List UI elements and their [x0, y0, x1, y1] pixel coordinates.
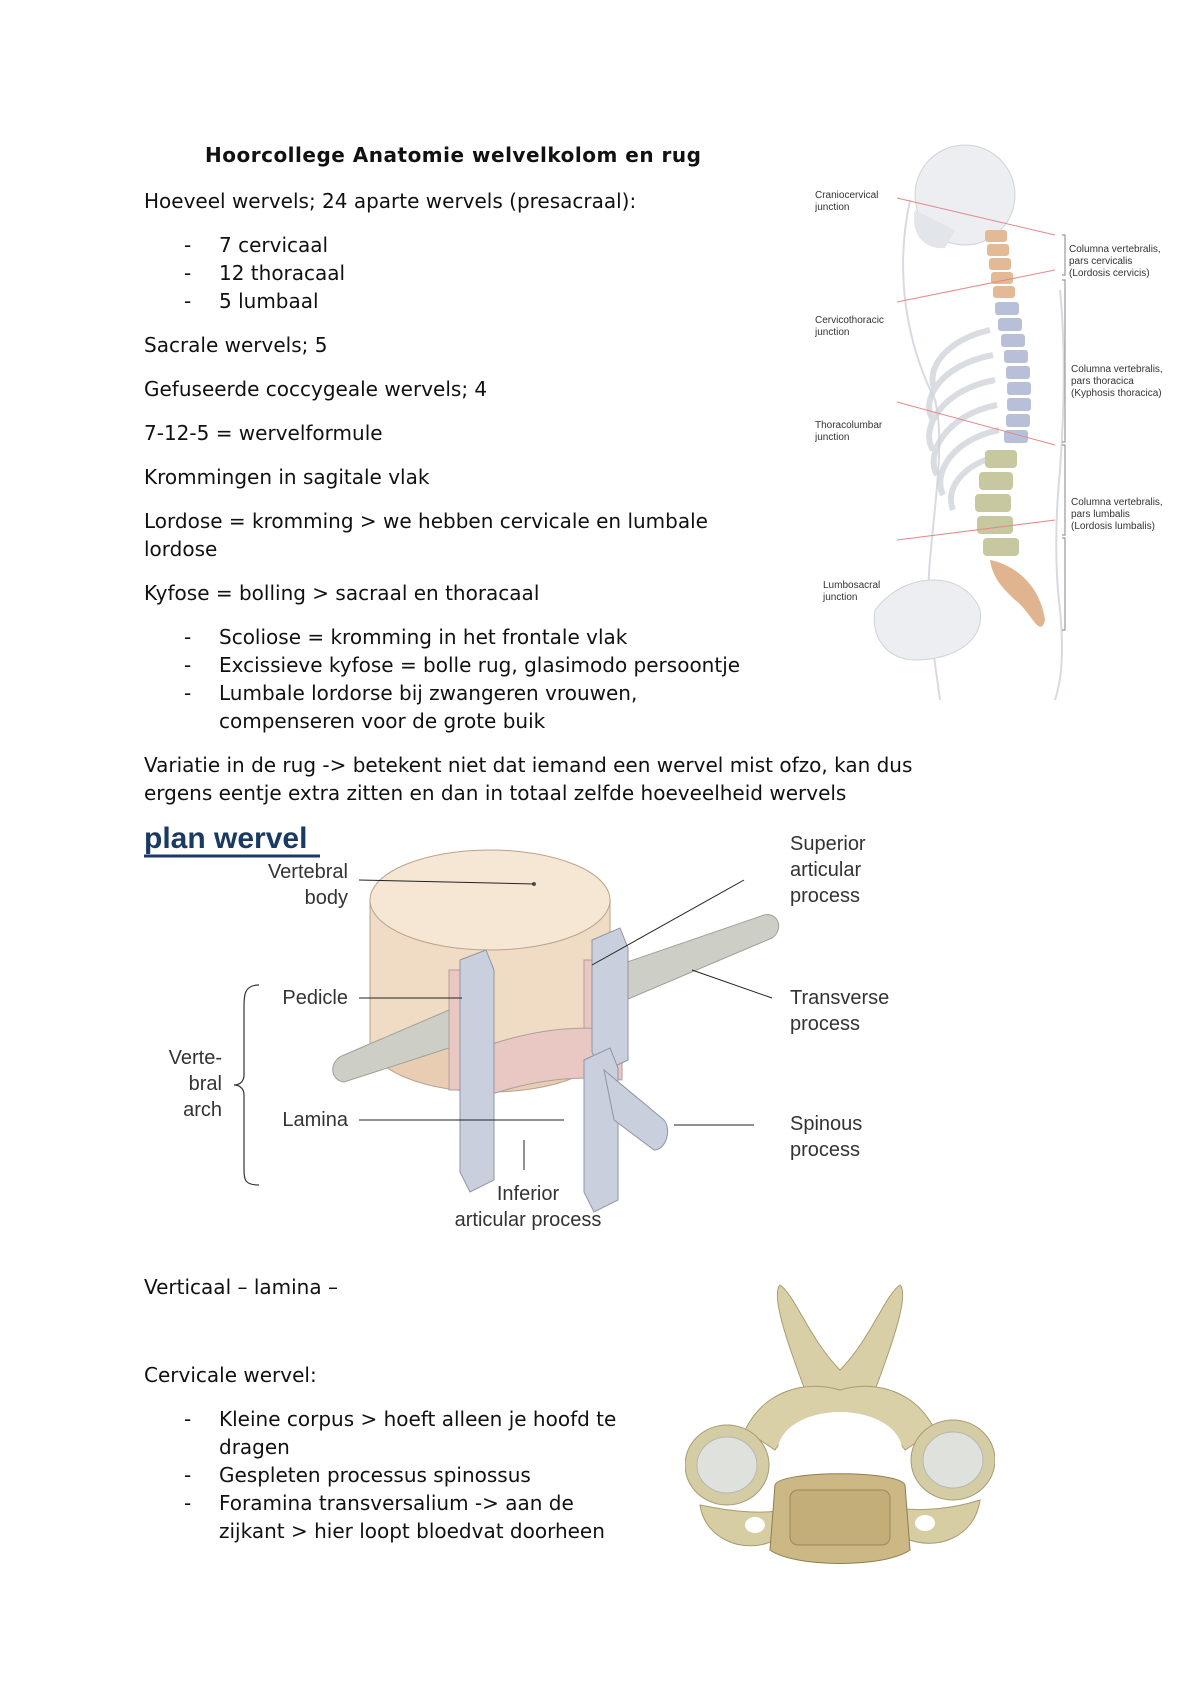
- figure-heading: plan wervel: [144, 822, 307, 855]
- svg-text:pars thoracica: pars thoracica: [1071, 376, 1134, 387]
- svg-text:junction: junction: [815, 432, 849, 443]
- svg-text:pars cervicalis: pars cervicalis: [1069, 256, 1132, 267]
- label-craniocervical: Craniocervical: [815, 190, 878, 201]
- label-cervicothoracic: Cervicothoracic: [815, 315, 884, 326]
- variatie-text-line1: Variatie in de rug -> betekent niet dat …: [144, 753, 913, 777]
- intro-text: Hoeveel wervels; 24 aparte wervels (pres…: [144, 189, 637, 213]
- label-transverse-process: Transverse: [790, 987, 889, 1009]
- formula-text: 7-12-5 = wervelformule: [144, 421, 383, 445]
- lordose-text-line2: lordose: [144, 537, 218, 561]
- label-lumbosacral: Lumbosacral: [823, 580, 880, 591]
- svg-text:process: process: [790, 1013, 860, 1035]
- label-spinous-process: Spinous: [790, 1113, 862, 1135]
- curves-text: Krommingen in sagitale vlak: [144, 465, 430, 489]
- variatie-text-line2: ergens eentje extra zitten en dan in tot…: [144, 781, 847, 805]
- coccyx-text: Gefuseerde coccygeale wervels; 4: [144, 377, 488, 401]
- label-pars-lumbalis: Columna vertebralis,: [1071, 497, 1163, 508]
- svg-text:(Lordosis cervicis): (Lordosis cervicis): [1069, 268, 1150, 279]
- label-vertebral-arch: Verte-: [169, 1047, 222, 1069]
- label-pars-cervicalis: Columna vertebralis,: [1069, 244, 1161, 255]
- lordose-text-line1: Lordose = kromming > we hebben cervicale…: [144, 509, 708, 533]
- cervical-vertebra-photo: [685, 1284, 995, 1564]
- label-lamina: Lamina: [282, 1109, 348, 1131]
- svg-text:body: body: [305, 887, 348, 909]
- label-superior-articular-process: Superior: [790, 833, 866, 855]
- cervical-heading: Cervicale wervel:: [144, 1363, 317, 1387]
- label-thoracolumbar: Thoracolumbar: [815, 420, 883, 431]
- svg-text:junction: junction: [822, 592, 857, 603]
- svg-text:(Lordosis lumbalis): (Lordosis lumbalis): [1071, 521, 1155, 532]
- svg-text:junction: junction: [815, 327, 849, 338]
- svg-text:bral: bral: [189, 1073, 222, 1095]
- label-pars-thoracica: Columna vertebralis,: [1071, 364, 1163, 375]
- sacral-text: Sacrale wervels; 5: [144, 333, 328, 357]
- label-vertebral-body: Vertebral: [268, 861, 348, 883]
- document-title: Hoorcollege Anatomie welvelkolom en rug: [205, 143, 702, 167]
- svg-text:articular: articular: [790, 859, 861, 881]
- label-inferior-articular-process: Inferior: [497, 1183, 560, 1205]
- svg-text:process: process: [790, 885, 860, 907]
- vertebra-schematic-figure: plan wervel: [144, 822, 889, 1231]
- svg-text:(Kyphosis thoracica): (Kyphosis thoracica): [1071, 388, 1162, 399]
- verticaal-text: Verticaal – lamina –: [144, 1275, 338, 1299]
- spine-lateral-figure: Craniocervical junction Cervicothoracic …: [815, 144, 1163, 701]
- kyfose-text: Kyfose = bolling > sacraal en thoracaal: [144, 581, 540, 605]
- label-pedicle: Pedicle: [282, 987, 348, 1009]
- svg-text:pars lumbalis: pars lumbalis: [1071, 509, 1130, 520]
- svg-text:articular process: articular process: [455, 1209, 602, 1231]
- svg-text:junction: junction: [815, 202, 849, 213]
- svg-text:process: process: [790, 1139, 860, 1161]
- svg-text:arch: arch: [183, 1099, 222, 1121]
